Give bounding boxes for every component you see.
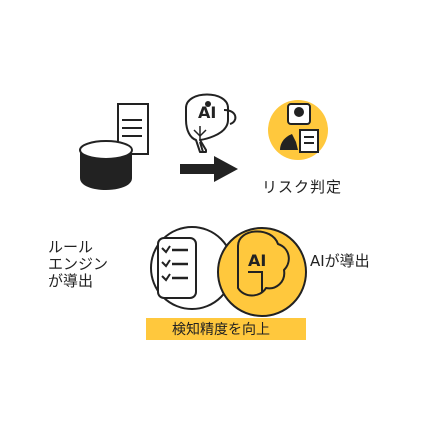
ai-brain-icon: AI [217,227,307,317]
arrow-right-icon [180,156,238,182]
person-profile-icon [268,100,328,160]
risk-label: リスク判定 [262,178,342,196]
accuracy-banner: 検知精度を向上 [146,318,306,340]
ai-head-icon: AI [185,93,237,153]
rule-engine-line-2: エンジン [48,255,108,273]
rule-engine-line-3: が導出 [48,272,93,290]
ai-brain-label: AI [248,251,266,270]
top-ai-label: AI [198,103,216,122]
database-icon [79,140,133,190]
rule-engine-line-1: ルール [48,238,93,256]
ai-output-label: AIが導出 [310,252,370,270]
accuracy-banner-text: 検知精度を向上 [172,321,270,338]
checklist-icon [150,226,234,310]
top-flow: AI リスク判定 [79,93,342,196]
bottom-flow: ルール エンジン が導出 AI AIが導出 [48,226,370,340]
